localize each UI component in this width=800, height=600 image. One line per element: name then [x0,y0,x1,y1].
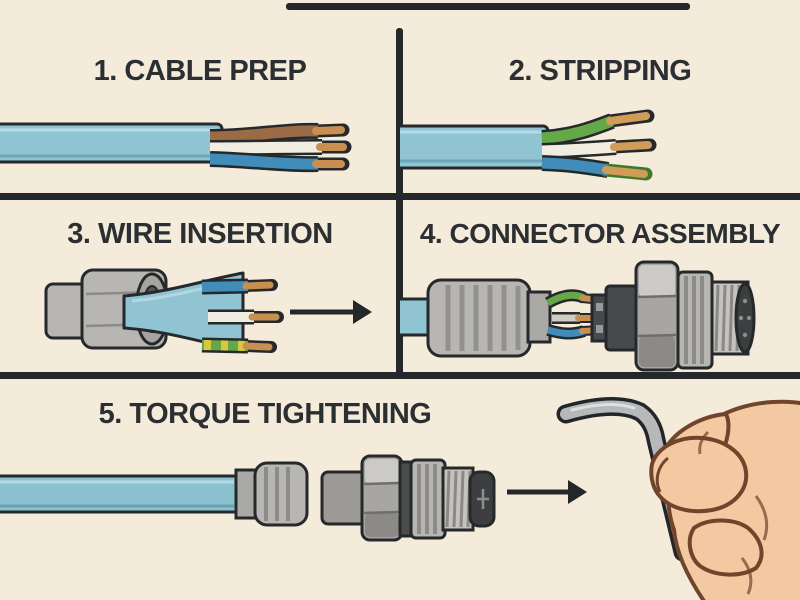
cable-sheath-icon [0,474,242,514]
cable-prep-illustration [0,122,352,173]
allen-key-icon [556,396,693,562]
hand-icon [649,399,800,600]
step-4-title: 4. CONNECTOR ASSEMBLY [419,218,781,249]
cap-nut-icon [234,461,309,527]
blue-wire-icon [201,278,278,295]
connector-assembly-illustration [400,260,756,372]
green-yellow-earth-wire-icon [201,337,277,354]
step-3-title: 3. WIRE INSERTION [67,218,333,250]
white-wire-icon [541,138,657,159]
hex-nut-icon [634,260,680,372]
white-wire-icon [209,139,352,156]
step-2-title: 2. STRIPPING [508,55,692,87]
step-1-title: 1. CABLE PREP [93,55,307,87]
brown-wire-icon [209,122,350,145]
blue-wire-icon [209,151,350,173]
arrow-right-icon [507,480,587,504]
ribbed-ring-icon [676,270,714,370]
arrow-right-icon [290,300,372,324]
connector-piece-icon [320,454,496,542]
torque-tightening-illustration [0,396,800,600]
stripping-illustration [400,109,657,181]
cable-sheath-icon [400,124,550,170]
step-5-title: 5. TORQUE TIGHTENING [98,398,432,430]
vertical-divider [396,28,403,379]
gland-nut-icon [426,278,552,358]
blue-earth-wire-icon [541,155,653,181]
green-wire-icon [541,109,655,146]
threaded-plug-icon [710,280,756,356]
cable-sheath-icon [0,122,224,164]
wire-insertion-illustration [44,268,372,354]
connector-body-icon [590,284,640,352]
top-border-line [286,3,690,10]
